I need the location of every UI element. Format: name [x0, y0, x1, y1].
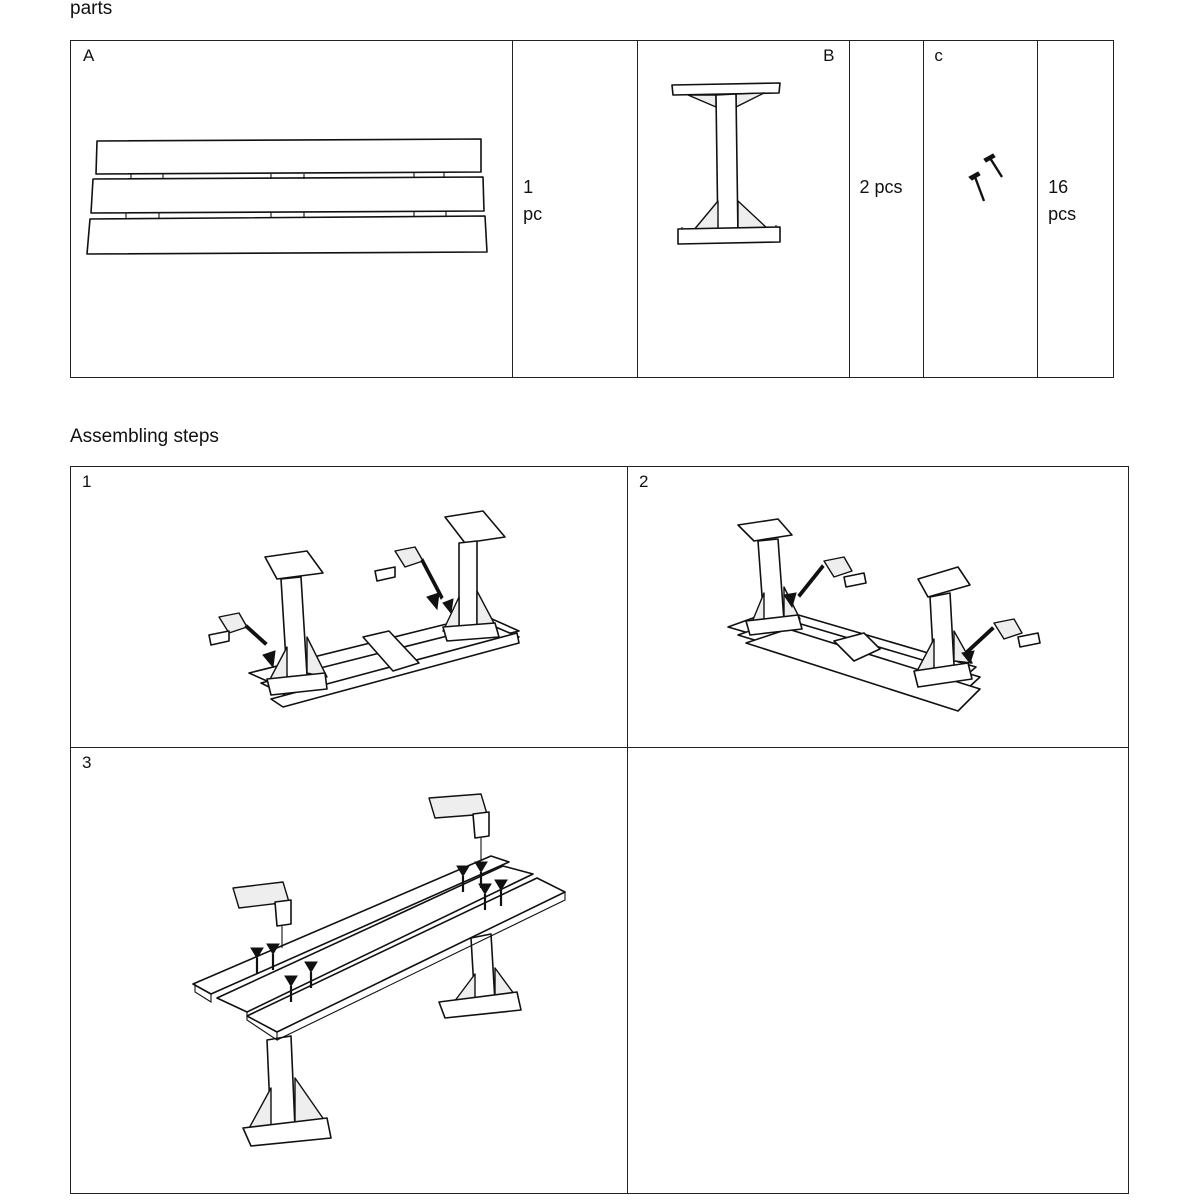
bench-planks-icon [86, 138, 488, 255]
part-c-label: c [934, 46, 943, 65]
screws-icon [968, 153, 1004, 202]
parts-table: A 1 pc B 2 pcs [70, 40, 1114, 378]
part-c-quantity-cell: 16 pcs [1038, 41, 1113, 377]
part-b-cell: B [638, 41, 850, 377]
assembly-steps-grid: 1 [70, 466, 1129, 1194]
step-3-panel: 3 [71, 748, 628, 1193]
part-a-label: A [83, 46, 95, 65]
steps-heading: Assembling steps [70, 426, 219, 447]
part-a-cell: A [71, 41, 514, 377]
leg-frame-icon [671, 82, 781, 245]
step-3-number: 3 [82, 753, 92, 772]
step-2-number: 2 [639, 472, 649, 491]
part-b-quantity-cell: 2 pcs [850, 41, 925, 377]
part-b-label: B [823, 46, 835, 65]
part-c-quantity: 16 [1048, 177, 1069, 197]
step-3-illustration-icon [192, 793, 566, 1147]
part-c-cell: c [924, 41, 1039, 377]
part-a-quantity-cell: 1 pc [513, 41, 638, 377]
step-1-number: 1 [82, 472, 92, 491]
step-1-illustration-icon [208, 510, 520, 708]
part-b-quantity: 2 pcs [859, 177, 903, 197]
parts-heading: parts [70, 0, 113, 19]
step-1-panel: 1 [71, 467, 628, 748]
step-4-panel [628, 748, 1128, 1193]
step-2-illustration-icon [727, 518, 1041, 712]
part-c-quantity-unit: pcs [1048, 204, 1077, 224]
step-2-panel: 2 [628, 467, 1128, 748]
part-a-quantity-unit: pc [523, 204, 543, 224]
part-a-quantity: 1 [523, 177, 534, 197]
